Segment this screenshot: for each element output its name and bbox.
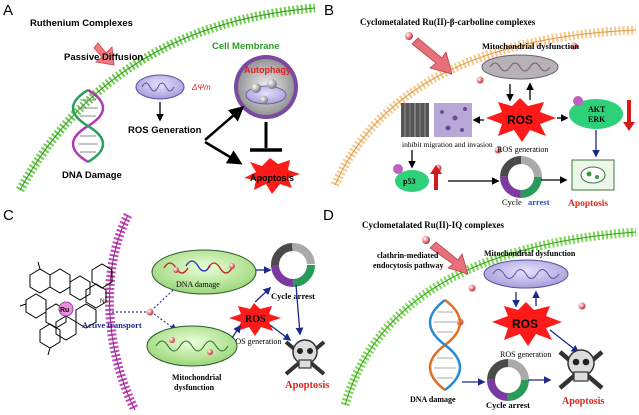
- apoptosis-label-d: Apoptosis: [562, 396, 604, 407]
- arrow: [295, 284, 304, 336]
- mitochondrion-c: [146, 325, 238, 367]
- ros-burst-d: [492, 302, 562, 346]
- apoptosis-label-a: Apoptosis: [250, 173, 294, 183]
- title-d: Cyclometalated Ru(II)-IQ complexes: [362, 220, 504, 230]
- shape: [393, 164, 403, 174]
- shape: [430, 165, 442, 174]
- p53-label: p53: [403, 177, 415, 186]
- arrow-ros-apoptosis: [204, 140, 243, 165]
- mito-dysfunction-label-d: Mitochondrial dysfunction: [484, 249, 576, 258]
- ru-complex-structure: [19, 261, 113, 356]
- ru-particle: [422, 236, 430, 244]
- phospho-marker: [573, 96, 583, 106]
- ros-label-b: ROS: [507, 113, 533, 127]
- arrow: [549, 329, 580, 353]
- ros-generation-label-a: ROS Generation: [128, 125, 202, 136]
- ros-label-d: ROS: [512, 317, 538, 331]
- cycle-arrest-label-c: Cycle arrest: [271, 291, 315, 301]
- dna-helix-a: [71, 88, 105, 164]
- clathrin-label-2: endocytosis pathway: [373, 261, 443, 270]
- title-a: Ruthenium Complexes: [30, 18, 133, 29]
- arrow: [153, 313, 178, 331]
- ros-generation-label-c: ROS generation: [230, 337, 281, 346]
- ru-particle: [468, 284, 476, 292]
- cell-membrane-b: [330, 25, 637, 187]
- mito-label-1-c: Mitochondrial: [172, 373, 222, 382]
- title-b: Cyclometalated Ru(II)-β-carboline comple…: [360, 17, 536, 27]
- autophagosome: [234, 55, 298, 119]
- dna-damage-label-d: DNA damage: [410, 395, 456, 404]
- nh-label: N: [100, 298, 105, 305]
- panel-d: D Cyclometalated Ru(II)-IQ complexes cla…: [323, 207, 637, 410]
- panel-b-letter: B: [324, 2, 334, 19]
- ru-particle: [578, 302, 586, 310]
- panel-b: B Cyclometalated Ru(II)-β-carboline comp…: [324, 2, 637, 209]
- akt-label: AKT: [588, 105, 606, 114]
- autophagy-label: Autophagy: [244, 65, 291, 75]
- skull-icon-d: [558, 349, 604, 390]
- clathrin-label-1: clathrin-mediated: [377, 251, 439, 260]
- mito-dysfunction-label-b: Mitochondrial dysfunction: [482, 41, 579, 51]
- active-transport-label: Active transport: [82, 320, 142, 330]
- ros-burst-b: [486, 98, 556, 142]
- cell-membrane-d: [340, 227, 637, 407]
- apoptosis-label-b: Apoptosis: [568, 199, 608, 209]
- skull-icon-c: [284, 339, 326, 376]
- ru-label: Ru: [60, 307, 69, 314]
- mitochondrion-d: [483, 259, 569, 289]
- apoptosis-label-c: Apoptosis: [285, 380, 329, 391]
- ru-particle: [494, 146, 502, 154]
- cycle-label-b: Cycle: [502, 197, 522, 207]
- ru-particle: [570, 42, 578, 50]
- apoptosis-burst-a: [244, 158, 300, 194]
- panel-a: A Ruthenium Complexes Cell Membrane Pass…: [3, 2, 316, 194]
- passive-diffusion-arrow: [93, 42, 115, 66]
- ros-burst-c: [229, 303, 281, 336]
- dna-damage-label-a: DNA Damage: [62, 170, 122, 181]
- panel-c: C Ru N Active transport: [3, 207, 329, 413]
- cell-membrane-a: [16, 3, 316, 193]
- ru-particle: [476, 76, 484, 84]
- ru-center: [58, 301, 74, 317]
- cell-cycle-wheel-b: [500, 156, 542, 198]
- mitochondrion-a: [135, 74, 185, 100]
- delta-psi-label: ΔΨm: [191, 83, 211, 92]
- panel-a-letter: A: [3, 2, 13, 19]
- akt-erk-node: [569, 99, 623, 129]
- mitochondrion-b: [481, 54, 559, 80]
- ros-generation-label-d: ROS generation: [500, 350, 551, 359]
- cell-cycle-wheel-d: [487, 359, 529, 401]
- ros-label-c: ROS: [245, 314, 266, 325]
- arrest-label-b: arrest: [528, 197, 550, 207]
- ros-generation-label-b: ROS generation: [497, 145, 548, 154]
- invasion-image: [434, 103, 472, 137]
- panel-d-letter: D: [323, 207, 334, 224]
- dna-damage-label-c: DNA damage: [176, 280, 220, 289]
- cycle-arrest-label-d: Cycle arrest: [486, 400, 530, 410]
- apoptotic-cell-b: [571, 159, 615, 191]
- ru-particle: [146, 308, 154, 316]
- mito-label-2-c: dysfunction: [174, 383, 215, 392]
- entry-arrow-b: [411, 37, 453, 75]
- inhibition-bar-a: [250, 122, 282, 152]
- nucleus-c: [151, 249, 257, 295]
- inhibit-migration-label: inhibit migration and invasion: [402, 140, 493, 149]
- dna-helix-d: [428, 299, 462, 391]
- p53-node: [395, 170, 429, 192]
- panel-c-letter: C: [3, 207, 14, 224]
- passive-diffusion-label: Passive Diffusion: [64, 52, 143, 63]
- arrow-ros-autophagy: [204, 106, 245, 141]
- ru-complex-b: [405, 32, 413, 40]
- cell-cycle-wheel-c: [271, 243, 315, 287]
- migration-image: [401, 103, 429, 137]
- cell-membrane-c: [105, 212, 140, 413]
- arrow: [269, 324, 292, 341]
- shape: [623, 122, 635, 131]
- arrow: [231, 324, 241, 339]
- entry-arrow-d: [429, 241, 469, 275]
- erk-label: ERK: [588, 115, 606, 124]
- arrow: [254, 286, 272, 303]
- cell-membrane-label-a: Cell Membrane: [212, 41, 280, 52]
